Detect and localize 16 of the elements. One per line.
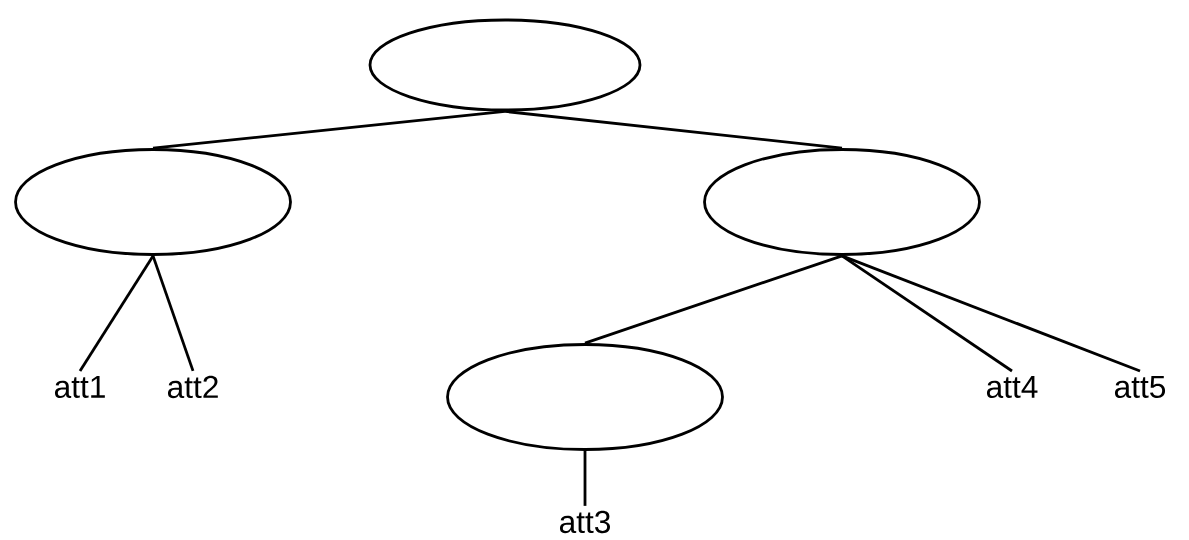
node-label: att2 — [168, 375, 218, 399]
ellipse-node — [368, 18, 642, 112]
connector-line — [78, 255, 155, 372]
ellipse-node — [14, 148, 292, 256]
node-label: att1 — [55, 375, 105, 398]
node-label: att5 — [1114, 375, 1166, 398]
ellipse-node — [703, 148, 981, 256]
connector-line — [583, 450, 587, 506]
connector-line — [841, 254, 1141, 373]
node-label: att3 — [560, 510, 610, 534]
connector-line — [151, 255, 195, 372]
node-label: att4 — [986, 375, 1038, 398]
connector-line — [584, 254, 843, 345]
connector-line — [504, 110, 843, 150]
connector-line — [152, 110, 506, 150]
ellipse-node — [446, 343, 724, 451]
